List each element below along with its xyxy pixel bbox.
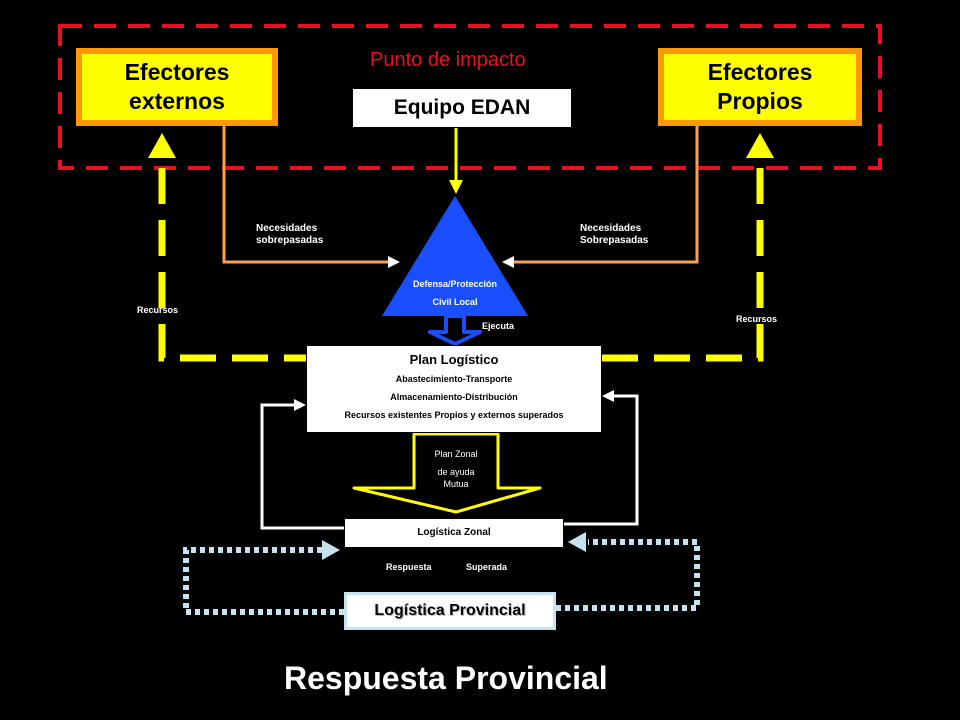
- edan-down-arrowhead: [449, 180, 463, 194]
- necesidades-left-connector: [222, 124, 390, 264]
- superada-label: Superada: [466, 562, 508, 572]
- plan-zonal-label: Plan Zonal de ayuda Mutua: [414, 448, 498, 490]
- respuesta-label: Respuesta: [386, 562, 432, 572]
- defensa-civil-triangle: [382, 196, 528, 316]
- recursos-right-label: Recursos: [736, 314, 778, 324]
- necesidades-left-line2: sobrepasadas: [256, 235, 324, 246]
- provincial-left-loop: [183, 547, 344, 615]
- logistica-zonal-box: Logística Zonal: [344, 518, 564, 548]
- plan-logistico-box: Plan Logístico Abastecimiento-Transporte…: [306, 345, 602, 433]
- necesidades-left-line1: Necesidades: [256, 223, 318, 234]
- recursos-right-arrowhead: [746, 133, 774, 158]
- provincial-left-loop-arrowhead: [322, 540, 340, 560]
- efectores-externos-box: Efectores externos: [76, 48, 278, 126]
- plan-logistico-line1: Abastecimiento-Transporte: [395, 374, 513, 384]
- efectores-externos-line2: externos: [129, 88, 225, 114]
- punto-de-impacto-label: Punto de impacto: [370, 49, 526, 71]
- efectores-propios-line1: Efectores: [707, 59, 813, 85]
- respuesta-provincial-title: Respuesta Provincial: [284, 660, 608, 696]
- ejecuta-arrow: [428, 314, 482, 346]
- recursos-right-dashed-line: [602, 168, 764, 362]
- recursos-left-label: Recursos: [137, 305, 179, 315]
- necesidades-left-arrowhead: [388, 256, 400, 268]
- efectores-propios-line2: Propios: [717, 88, 803, 114]
- zonal-right-loop-arrowhead: [602, 390, 614, 402]
- efectores-propios-box: Efectores Propios: [658, 48, 862, 126]
- zonal-left-loop-arrowhead: [294, 399, 306, 411]
- necesidades-left-label: Necesidades sobrepasadas: [256, 223, 323, 247]
- provincial-right-loop-arrowhead: [568, 532, 586, 552]
- plan-zonal-line2: de ayuda: [437, 467, 475, 477]
- plan-zonal-line1: Plan Zonal: [434, 449, 478, 459]
- zonal-right-loop: [564, 394, 639, 526]
- necesidades-right-line2: Sobrepasadas: [580, 235, 649, 246]
- impact-zone-border: [58, 24, 882, 170]
- recursos-left-arrowhead: [148, 133, 176, 158]
- necesidades-right-arrowhead: [502, 256, 514, 268]
- plan-zonal-arrow: [352, 432, 542, 514]
- plan-logistico-title: Plan Logístico: [409, 352, 499, 367]
- plan-logistico-line2: Almacenamiento-Distribución: [390, 392, 518, 402]
- recursos-left-dashed-line: [158, 168, 306, 362]
- logistica-provincial-box: Logística Provincial: [344, 592, 556, 630]
- necesidades-right-label: Necesidades Sobrepasadas: [580, 223, 648, 247]
- efectores-externos-line1: Efectores: [124, 59, 230, 85]
- necesidades-right-connector: [512, 124, 699, 264]
- equipo-edan-box: Equipo EDAN: [352, 88, 572, 128]
- zonal-left-loop: [260, 403, 344, 530]
- ejecuta-label: Ejecuta: [482, 321, 515, 331]
- defensa-civil-label: Defensa/Protección Civil Local: [392, 275, 518, 311]
- defensa-civil-line2: Civil Local: [432, 297, 478, 307]
- provincial-right-loop: [556, 539, 700, 611]
- necesidades-right-line1: Necesidades: [580, 223, 642, 234]
- plan-zonal-line3: Mutua: [443, 479, 469, 489]
- defensa-civil-line1: Defensa/Protección: [412, 279, 498, 289]
- plan-logistico-line3: Recursos existentes Propios y externos s…: [344, 410, 564, 420]
